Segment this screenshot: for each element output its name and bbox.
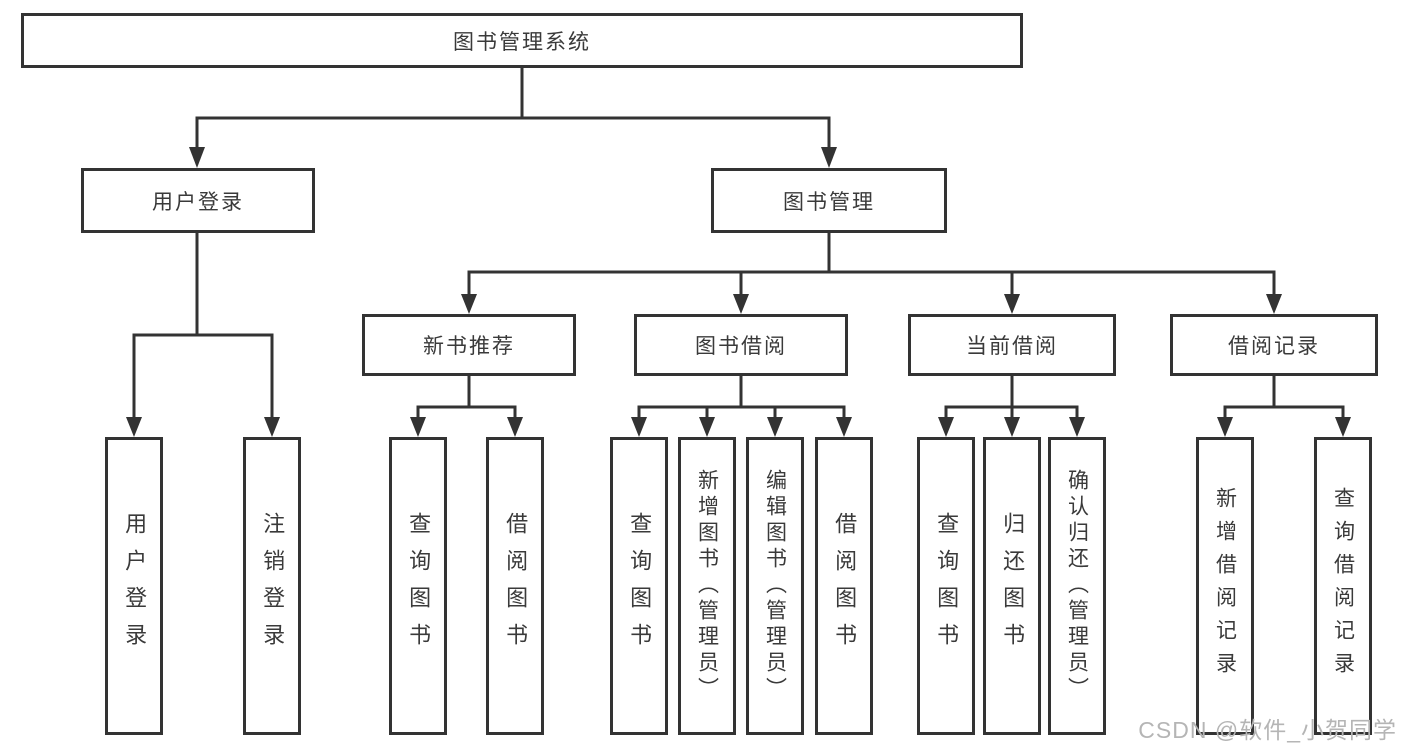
node-root: 图书管理系统 xyxy=(21,13,1023,68)
leaf-confirm-return-admin: 确认归还（管理员） xyxy=(1048,437,1106,735)
watermark: CSDN @软件_小贺同学 xyxy=(1138,717,1397,743)
leaf-confirm-return-admin-label: 确认归还（管理员） xyxy=(1065,469,1089,703)
leaf-query-borrow-record: 查询借阅记录 xyxy=(1314,437,1372,735)
leaf-borrow-book-label: 借阅图书 xyxy=(832,512,858,660)
arrowhead-icons xyxy=(126,147,1351,437)
node-borrow-records: 借阅记录 xyxy=(1170,314,1378,376)
leaf-query-borrow-record-label: 查询借阅记录 xyxy=(1331,487,1355,685)
node-book-management: 图书管理 xyxy=(711,168,947,233)
node-book-management-label: 图书管理 xyxy=(783,190,875,214)
leaf-query-book-current-label: 查询图书 xyxy=(934,512,960,660)
leaf-edit-book-admin: 编辑图书（管理员） xyxy=(746,437,804,735)
leaf-query-book-borrow: 查询图书 xyxy=(610,437,668,735)
leaf-add-book-admin: 新增图书（管理员） xyxy=(678,437,736,735)
node-new-book-recommend-label: 新书推荐 xyxy=(423,335,515,358)
leaf-add-book-admin-label: 新增图书（管理员） xyxy=(695,469,719,703)
node-new-book-recommend: 新书推荐 xyxy=(362,314,576,376)
node-borrow-records-label: 借阅记录 xyxy=(1228,335,1320,358)
leaf-query-book-borrow-label: 查询图书 xyxy=(627,512,653,660)
node-current-borrow: 当前借阅 xyxy=(908,314,1116,376)
leaf-return-book: 归还图书 xyxy=(983,437,1041,735)
leaf-borrow-book-recommend: 借阅图书 xyxy=(486,437,544,735)
leaf-logout-label: 注销登录 xyxy=(260,512,286,660)
leaf-query-book-recommend-label: 查询图书 xyxy=(406,512,432,660)
leaf-logout: 注销登录 xyxy=(243,437,301,735)
node-user-login: 用户登录 xyxy=(81,168,315,233)
node-root-label: 图书管理系统 xyxy=(453,30,591,54)
node-book-borrow-label: 图书借阅 xyxy=(695,335,787,358)
leaf-user-login-label: 用户登录 xyxy=(122,512,148,660)
leaf-query-book-current: 查询图书 xyxy=(917,437,975,735)
leaf-add-borrow-record: 新增借阅记录 xyxy=(1196,437,1254,735)
leaf-add-borrow-record-label: 新增借阅记录 xyxy=(1213,487,1237,685)
node-user-login-label: 用户登录 xyxy=(152,190,244,214)
leaf-query-book-recommend: 查询图书 xyxy=(389,437,447,735)
node-current-borrow-label: 当前借阅 xyxy=(966,335,1058,358)
leaf-return-book-label: 归还图书 xyxy=(1000,512,1026,660)
leaf-user-login: 用户登录 xyxy=(105,437,163,735)
node-book-borrow: 图书借阅 xyxy=(634,314,848,376)
leaf-borrow-book-recommend-label: 借阅图书 xyxy=(503,512,529,660)
leaf-edit-book-admin-label: 编辑图书（管理员） xyxy=(763,469,787,703)
leaf-borrow-book: 借阅图书 xyxy=(815,437,873,735)
